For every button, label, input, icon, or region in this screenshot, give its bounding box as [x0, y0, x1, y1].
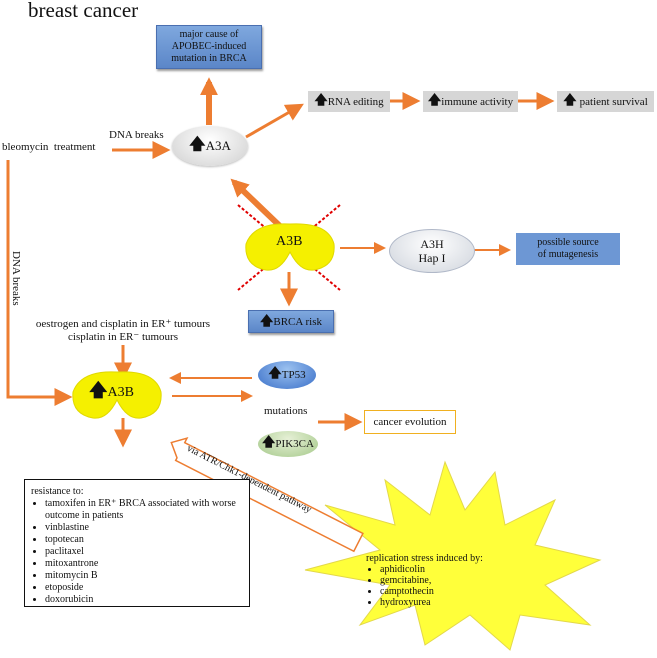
- up-arrow-icon: 🡅: [427, 92, 442, 108]
- resistance-item: etoposide: [45, 582, 243, 594]
- cancer-evolution-box: cancer evolution: [364, 410, 456, 434]
- a3h-line-1: A3H: [420, 237, 444, 251]
- patient-survival-label: patient survival: [579, 95, 648, 108]
- a3b-bottom-label: A3B: [107, 385, 134, 400]
- possible-source-box: possible source of mutagenesis: [516, 233, 620, 265]
- a3b-bottom-node: 🡅A3B: [71, 370, 163, 420]
- arrow-dna-breaks-a3b: [6, 160, 73, 406]
- resistance-item: mitoxantrone: [45, 558, 243, 570]
- replication-item: gemcitabine,: [380, 575, 483, 586]
- a3b-bottom-label-wrap: 🡅A3B: [89, 378, 134, 408]
- resistance-item: mitomycin B: [45, 570, 243, 582]
- up-arrow-icon: 🡅: [89, 380, 108, 401]
- up-arrow-icon: 🡅: [563, 92, 577, 108]
- replication-item: hydroxyurea: [380, 597, 483, 608]
- brca-risk-box: 🡅BRCA risk: [248, 310, 334, 333]
- resistance-box: resistance to: tamoxifen in ER⁺ BRCA ass…: [24, 479, 250, 607]
- mutations-label: mutations: [264, 405, 308, 417]
- a3h-node: A3H Hap I: [389, 229, 475, 273]
- possible-source-line-2: of mutagenesis: [537, 249, 599, 260]
- rna-editing-label: RNA editing: [327, 95, 384, 108]
- page-title: breast cancer: [28, 0, 139, 22]
- a3b-top-label: A3B: [276, 234, 303, 249]
- resistance-list: tamoxifen in ER⁺ BRCA associated with wo…: [31, 498, 243, 606]
- oestrogen-line-2: cisplatin in ER⁻ tumours: [68, 331, 178, 343]
- dna-breaks-label-top: DNA breaks: [109, 129, 164, 141]
- oestrogen-text: oestrogen and cisplatin in ER⁺ tumours c…: [18, 318, 228, 344]
- replication-item: aphidicolin: [380, 564, 483, 575]
- a3b-top-shape: [245, 223, 335, 271]
- a3b-bottom-shape: [72, 371, 162, 419]
- patient-survival-box: 🡅patient survival: [557, 91, 654, 112]
- immune-activity-box: 🡅immune activity: [423, 91, 518, 112]
- dna-breaks-label-vertical: DNA breaks: [10, 251, 22, 306]
- a3h-line-2: Hap I: [418, 251, 446, 265]
- pik3ca-node: 🡅PIK3CA: [258, 431, 318, 457]
- up-arrow-icon: 🡅: [260, 313, 274, 329]
- resistance-item: doxorubicin: [45, 594, 243, 606]
- apobec-line-2: APOBEC-induced: [171, 41, 247, 52]
- apobec-line-1: major cause of: [179, 29, 239, 40]
- a3a-label: A3A: [205, 138, 231, 153]
- replication-starburst: [304, 460, 602, 651]
- a3a-node: 🡅A3A: [172, 126, 248, 166]
- up-arrow-icon: 🡅: [262, 435, 276, 450]
- resistance-item: paclitaxel: [45, 546, 243, 558]
- resistance-item: topotecan: [45, 534, 243, 546]
- bleomycin-text: bleomycin treatment: [2, 141, 96, 153]
- up-arrow-icon: 🡅: [314, 92, 328, 108]
- apobec-line-3: mutation in BRCA: [171, 53, 247, 64]
- rna-editing-box: 🡅RNA editing: [308, 91, 390, 112]
- tp53-label: TP53: [281, 369, 306, 381]
- possible-source-line-1: possible source: [537, 237, 599, 248]
- brca-risk-label: BRCA risk: [273, 315, 322, 328]
- arrow-a3b-a3a: [230, 178, 285, 231]
- replication-heading: replication stress induced by:: [366, 553, 483, 564]
- oestrogen-line-1: oestrogen and cisplatin in ER⁺ tumours: [35, 318, 211, 330]
- arrow-a3a-rna-editing: [245, 103, 304, 139]
- via-pathway-shape: [170, 437, 364, 553]
- replication-text: replication stress induced by: aphidicol…: [366, 553, 483, 608]
- a3b-top-node: A3B: [244, 222, 336, 272]
- tp53-node: 🡅TP53: [258, 361, 316, 389]
- immune-activity-label: immune activity: [441, 95, 514, 108]
- replication-list: aphidicolin gemcitabine, camptothecin hy…: [366, 564, 483, 608]
- up-arrow-icon: 🡅: [189, 133, 206, 153]
- resistance-heading: resistance to:: [31, 486, 84, 497]
- up-arrow-icon: 🡅: [268, 366, 282, 381]
- pik3ca-label: PIK3CA: [275, 438, 314, 450]
- apobec-box: major cause of APOBEC-induced mutation i…: [156, 25, 262, 69]
- resistance-item: tamoxifen in ER⁺ BRCA associated with wo…: [45, 498, 243, 522]
- replication-item: camptothecin: [380, 586, 483, 597]
- resistance-item: vinblastine: [45, 522, 243, 534]
